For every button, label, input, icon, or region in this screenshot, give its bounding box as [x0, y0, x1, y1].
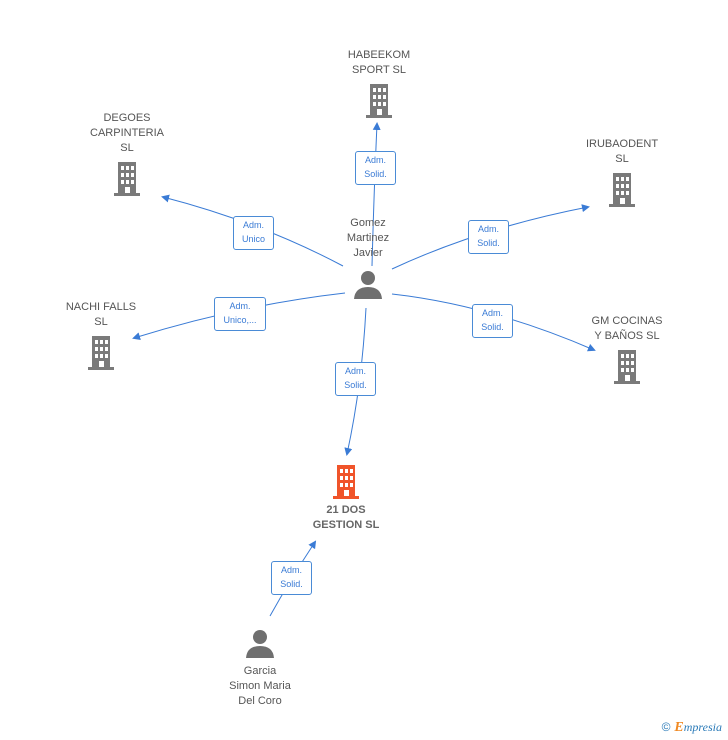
- relation-label-habeekom[interactable]: Adm. Solid.: [355, 151, 396, 185]
- building-icon: [114, 162, 140, 196]
- company-node-nachi[interactable]: NACHI FALLS SL: [52, 300, 150, 370]
- relation-label-nachi[interactable]: Adm. Unico,...: [214, 297, 266, 331]
- building-icon: [609, 173, 635, 207]
- person-icon: [246, 630, 274, 658]
- brand-initial: E: [674, 720, 684, 735]
- relation-label-garcia[interactable]: Adm. Solid.: [271, 561, 312, 595]
- company-label: NACHI FALLS SL: [65, 301, 137, 328]
- company-label: GM COCINAS Y BAÑOS SL: [591, 315, 663, 342]
- relation-label-gmcocinas[interactable]: Adm. Solid.: [472, 304, 513, 338]
- person-icon: [354, 271, 382, 299]
- company-node-main[interactable]: 21 DOS GESTION SL: [296, 463, 396, 533]
- person-label: Garcia Simon Maria Del Coro: [229, 665, 291, 707]
- copyright-symbol: ©: [661, 720, 671, 734]
- building-icon: [333, 465, 359, 499]
- company-node-habeekom[interactable]: HABEEKOM SPORT SL: [330, 48, 428, 118]
- brand-name: mpresia: [683, 720, 722, 734]
- company-node-gmcocinas[interactable]: GM COCINAS Y BAÑOS SL: [578, 314, 676, 384]
- person-label: Gomez Martinez Javier: [346, 217, 390, 259]
- company-node-irubaodent[interactable]: IRUBAODENT SL: [573, 137, 671, 207]
- company-label: DEGOES CARPINTERIA SL: [90, 112, 164, 154]
- building-icon: [88, 336, 114, 370]
- building-icon: [366, 84, 392, 118]
- person-node-gomez[interactable]: Gomez Martinez Javier: [328, 216, 408, 299]
- relation-label-main[interactable]: Adm. Solid.: [335, 362, 376, 396]
- relation-label-irubaodent[interactable]: Adm. Solid.: [468, 220, 509, 254]
- empresia-watermark: ©Empresia: [662, 720, 722, 736]
- company-label: 21 DOS GESTION SL: [312, 504, 380, 531]
- relation-label-degoes[interactable]: Adm. Unico: [233, 216, 274, 250]
- company-node-degoes[interactable]: DEGOES CARPINTERIA SL: [78, 111, 176, 196]
- company-label: HABEEKOM SPORT SL: [347, 49, 411, 76]
- company-label: IRUBAODENT SL: [585, 138, 659, 165]
- building-icon: [614, 350, 640, 384]
- edge-gomez-habeekom: [371, 122, 381, 267]
- person-node-garcia[interactable]: Garcia Simon Maria Del Coro: [218, 628, 302, 709]
